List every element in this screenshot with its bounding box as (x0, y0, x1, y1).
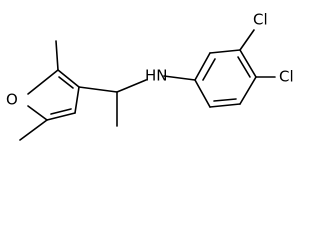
bond-o-c5 (27, 105, 48, 121)
bond-ch-n (116, 79, 147, 93)
chlorine-label-top: Cl (253, 11, 268, 29)
chlorine-label-right: Cl (279, 68, 294, 86)
bond-ar-inner-1 (202, 58, 216, 81)
bond-c2-methyl (55, 40, 59, 71)
bond-ar-1 (194, 52, 211, 81)
bond-n-aryl (163, 75, 196, 81)
bond-c3-ch (78, 86, 118, 93)
bond-ar-inner-3 (213, 98, 237, 102)
bond-ar-6 (194, 79, 211, 108)
bond-ar-5 (209, 103, 241, 108)
molecule-structure: O HN Cl Cl (6, 11, 294, 141)
bond-c5-c4 (46, 112, 76, 121)
bond-c3-c2-inner (58, 76, 74, 89)
bond-ar-cl-top (239, 29, 255, 51)
bond-lines (19, 29, 276, 141)
bond-ar-inner-2 (237, 56, 251, 78)
bond-c5-c4-inner (50, 108, 72, 115)
bond-ar-3 (239, 49, 257, 78)
oxygen-label: O (6, 91, 18, 109)
bond-c3-c2 (57, 69, 80, 88)
bond-c5-methyl (19, 119, 48, 141)
bond-ar-4 (239, 76, 257, 105)
bond-ar-2 (209, 49, 241, 54)
amine-label: HN (145, 67, 168, 85)
bond-c2-o (27, 69, 59, 95)
bond-c4-c3 (74, 86, 80, 114)
